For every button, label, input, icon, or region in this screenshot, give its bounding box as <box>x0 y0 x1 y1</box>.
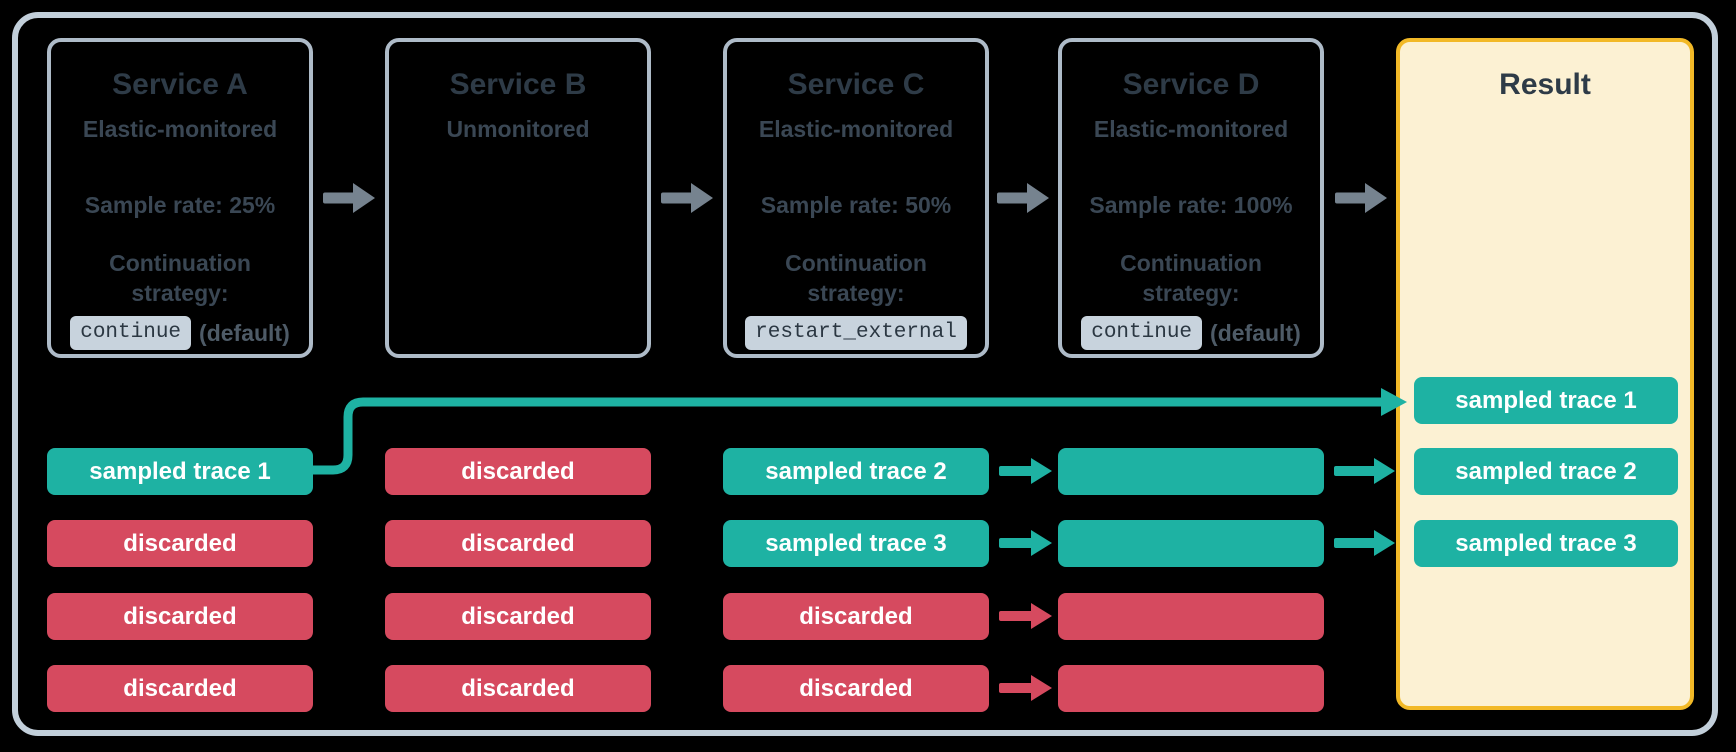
strategy-label: Continuation strategy: <box>785 250 927 306</box>
outer-frame <box>12 12 1718 736</box>
service-c-box: Service C Elastic-monitored Sample rate:… <box>723 38 989 358</box>
trace-pill-a2: discarded <box>47 520 313 567</box>
strategy-code-line: continue (default) <box>59 316 301 350</box>
arrow-right-icon <box>999 603 1052 629</box>
arrow-right-icon <box>997 183 1049 213</box>
strategy-label: Continuation strategy: <box>109 250 251 306</box>
service-c-title: Service C <box>787 68 925 101</box>
strategy-code-line: continue (default) <box>1070 316 1312 350</box>
arrow-right-icon <box>1335 183 1387 213</box>
strategy-code-line: restart_external <box>735 316 977 350</box>
trace-pill-a3: discarded <box>47 593 313 640</box>
strategy-default-note: (default) <box>1210 319 1301 346</box>
trace-pill-b2: discarded <box>385 520 651 567</box>
result-pill-sampled-trace-1: sampled trace 1 <box>1414 377 1678 424</box>
arrow-right-icon <box>999 675 1052 701</box>
trace-pill-a1: sampled trace 1 <box>47 448 313 495</box>
trace-pill-b1: discarded <box>385 448 651 495</box>
service-d-strategy: Continuation strategy: continue (default… <box>1070 248 1312 350</box>
arrow-right-icon <box>999 530 1052 556</box>
service-b-box: Service B Unmonitored <box>385 38 651 358</box>
arrow-right-icon <box>1334 530 1395 556</box>
strategy-code-value: continue <box>1081 316 1203 350</box>
trace-pill-a4: discarded <box>47 665 313 712</box>
trace-pill-c2: sampled trace 3 <box>723 520 989 567</box>
strategy-default-note: (default) <box>199 319 290 346</box>
strategy-code-value: restart_external <box>745 316 967 350</box>
arrow-right-icon <box>1334 458 1395 484</box>
result-pill-sampled-trace-2: sampled trace 2 <box>1414 448 1678 495</box>
trace-pill-b3: discarded <box>385 593 651 640</box>
trace-pill-d1 <box>1058 448 1324 495</box>
arrow-right-icon <box>661 183 713 213</box>
service-b-monitoring-label: Unmonitored <box>446 116 590 142</box>
service-c-strategy: Continuation strategy: restart_external <box>735 248 977 350</box>
result-box: Result <box>1396 38 1694 710</box>
service-c-monitoring-label: Elastic-monitored <box>758 116 954 142</box>
result-pill-sampled-trace-3: sampled trace 3 <box>1414 520 1678 567</box>
service-b-title: Service B <box>449 68 587 101</box>
trace-pill-b4: discarded <box>385 665 651 712</box>
service-a-box: Service A Elastic-monitored Sample rate:… <box>47 38 313 358</box>
result-title: Result <box>1499 68 1591 101</box>
trace-pill-d4 <box>1058 665 1324 712</box>
strategy-label: Continuation strategy: <box>1120 250 1262 306</box>
arrow-right-icon <box>323 183 375 213</box>
strategy-code-value: continue <box>70 316 192 350</box>
service-d-sample-rate: Sample rate: 100% <box>1089 192 1293 218</box>
trace-pill-c4: discarded <box>723 665 989 712</box>
service-c-sample-rate: Sample rate: 50% <box>760 192 952 218</box>
trace-pill-c1: sampled trace 2 <box>723 448 989 495</box>
service-a-sample-rate: Sample rate: 25% <box>84 192 276 218</box>
trace-pill-d2 <box>1058 520 1324 567</box>
service-a-strategy: Continuation strategy: continue (default… <box>59 248 301 350</box>
trace-pill-d3 <box>1058 593 1324 640</box>
service-d-monitoring-label: Elastic-monitored <box>1093 116 1289 142</box>
trace-pill-c3: discarded <box>723 593 989 640</box>
service-d-title: Service D <box>1122 68 1260 101</box>
service-a-monitoring-label: Elastic-monitored <box>82 116 278 142</box>
arrow-right-icon <box>999 458 1052 484</box>
service-d-box: Service D Elastic-monitored Sample rate:… <box>1058 38 1324 358</box>
service-a-title: Service A <box>112 68 248 101</box>
